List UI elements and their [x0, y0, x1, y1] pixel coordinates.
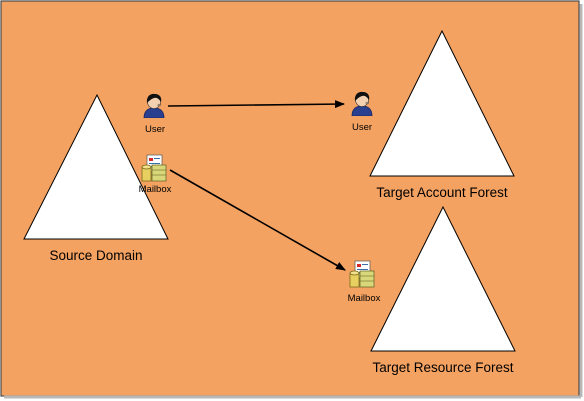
target-account-forest-label: Target Account Forest	[376, 185, 508, 200]
target-mailbox-label: Mailbox	[348, 293, 381, 304]
source-domain-label: Source Domain	[49, 248, 142, 263]
target-resource-forest-triangle	[370, 205, 516, 352]
source-mailbox-label: Mailbox	[139, 184, 172, 195]
mailbox-migration-arrow	[169, 169, 346, 271]
user-migration-arrow	[167, 100, 345, 109]
source-user-label: User	[145, 124, 165, 135]
source-domain-triangle	[23, 93, 169, 240]
target-account-forest-triangle	[369, 29, 515, 177]
target-resource-forest-label: Target Resource Forest	[372, 360, 513, 375]
target-user-label: User	[352, 122, 372, 133]
